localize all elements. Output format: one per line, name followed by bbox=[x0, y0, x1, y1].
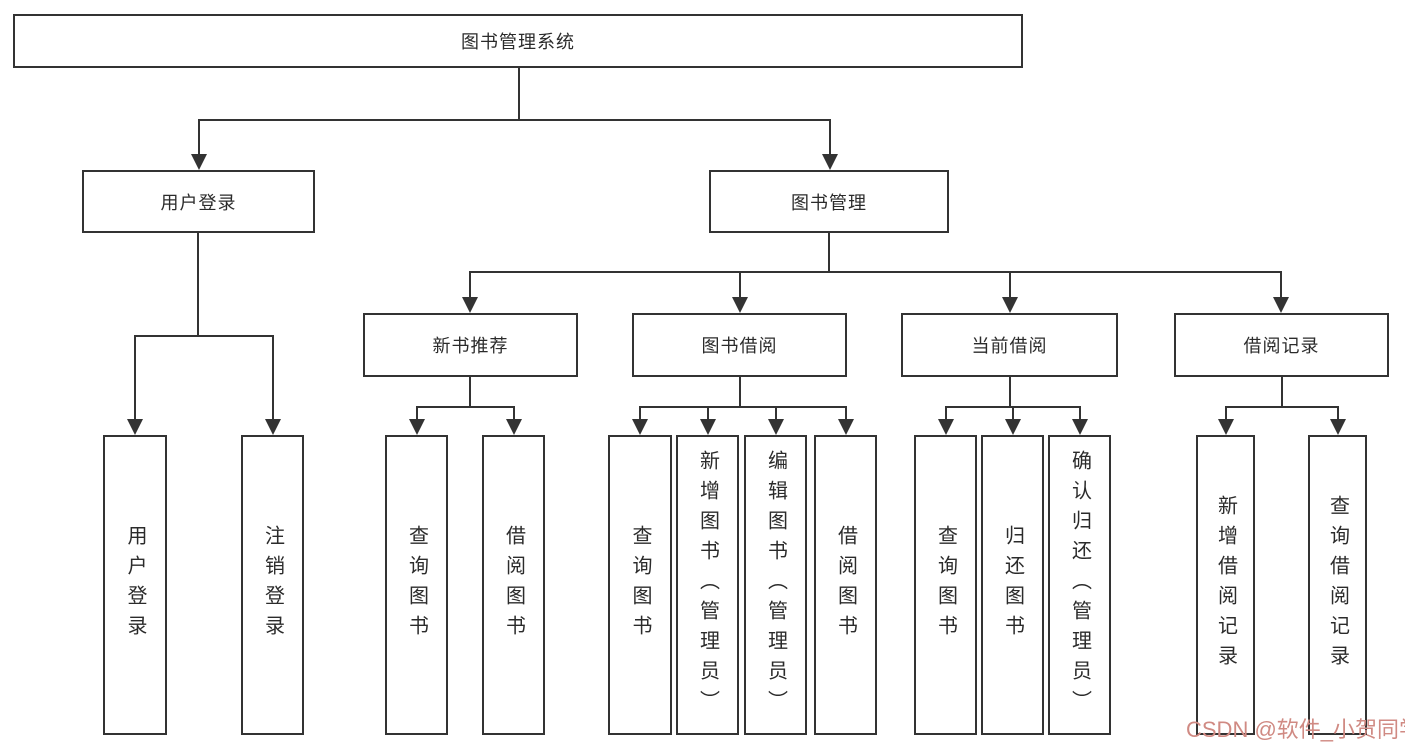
node-label: 用户登录 bbox=[160, 192, 237, 213]
connector-vline bbox=[829, 119, 831, 156]
arrowhead-down-icon bbox=[506, 419, 522, 435]
connector-hline bbox=[1225, 406, 1339, 408]
node-label: 图书管理 bbox=[791, 192, 867, 213]
leaf-borrow-add-book-admin: 新增图书（管理员） bbox=[676, 435, 739, 735]
connector-vline bbox=[518, 68, 520, 119]
connector-vline bbox=[1079, 406, 1081, 421]
connector-vline bbox=[707, 406, 709, 421]
arrowhead-down-icon bbox=[1218, 419, 1234, 435]
leaf-logout-login: 注销登录 bbox=[241, 435, 304, 735]
leaf-label: 借阅图书 bbox=[834, 525, 857, 645]
arrowhead-down-icon bbox=[1002, 297, 1018, 313]
arrowhead-down-icon bbox=[409, 419, 425, 435]
connector-vline bbox=[1009, 377, 1011, 406]
node-label: 图书借阅 bbox=[701, 336, 778, 356]
leaf-current-return-book: 归还图书 bbox=[981, 435, 1044, 735]
node-current-borrowing: 当前借阅 bbox=[901, 313, 1118, 377]
leaf-current-query-book: 查询图书 bbox=[914, 435, 977, 735]
leaf-records-query-borrow-record: 查询借阅记录 bbox=[1308, 435, 1367, 735]
leaf-label: 注销登录 bbox=[261, 525, 284, 645]
node-book-management: 图书管理 bbox=[709, 170, 949, 233]
arrowhead-down-icon bbox=[127, 419, 143, 435]
arrowhead-down-icon bbox=[822, 154, 838, 170]
arrowhead-down-icon bbox=[938, 419, 954, 435]
node-user-login: 用户登录 bbox=[82, 170, 315, 233]
leaf-label: 新增借阅记录 bbox=[1214, 495, 1237, 675]
arrowhead-down-icon bbox=[1330, 419, 1346, 435]
node-new-book-recommendation: 新书推荐 bbox=[363, 313, 578, 377]
leaf-recommend-borrow-book: 借阅图书 bbox=[482, 435, 545, 735]
node-label: 新书推荐 bbox=[432, 336, 509, 356]
leaf-label: 编辑图书（管理员） bbox=[764, 450, 787, 720]
leaf-label: 用户登录 bbox=[124, 525, 146, 645]
connector-vline bbox=[739, 377, 741, 406]
leaf-borrow-borrow-book: 借阅图书 bbox=[814, 435, 877, 735]
arrowhead-down-icon bbox=[700, 419, 716, 435]
arrowhead-down-icon bbox=[838, 419, 854, 435]
leaf-recommend-query-book: 查询图书 bbox=[385, 435, 448, 735]
arrowhead-down-icon bbox=[732, 297, 748, 313]
connector-hline bbox=[416, 406, 515, 408]
node-label: 借阅记录 bbox=[1243, 336, 1320, 356]
node-book-borrowing: 图书借阅 bbox=[632, 313, 847, 377]
connector-vline bbox=[639, 406, 641, 421]
leaf-label: 查询借阅记录 bbox=[1326, 495, 1349, 675]
connector-vline bbox=[134, 335, 136, 421]
leaf-borrow-query-book: 查询图书 bbox=[608, 435, 672, 735]
connector-vline bbox=[739, 271, 741, 299]
connector-vline bbox=[198, 119, 200, 156]
arrowhead-down-icon bbox=[1072, 419, 1088, 435]
arrowhead-down-icon bbox=[632, 419, 648, 435]
connector-hline bbox=[134, 335, 274, 337]
connector-vline bbox=[416, 406, 418, 421]
arrowhead-down-icon bbox=[265, 419, 281, 435]
leaf-user-login: 用户登录 bbox=[103, 435, 167, 735]
connector-vline bbox=[469, 271, 471, 299]
leaf-current-confirm-return-admin: 确认归还（管理员） bbox=[1048, 435, 1111, 735]
leaf-label: 查询图书 bbox=[405, 525, 428, 645]
leaf-label: 归还图书 bbox=[1001, 525, 1024, 645]
connector-vline bbox=[1280, 271, 1282, 299]
connector-vline bbox=[197, 233, 199, 335]
connector-hline bbox=[639, 406, 847, 408]
connector-vline bbox=[1012, 406, 1014, 421]
arrowhead-down-icon bbox=[768, 419, 784, 435]
node-borrowing-records: 借阅记录 bbox=[1174, 313, 1389, 377]
connector-vline bbox=[828, 233, 830, 271]
leaf-label: 新增图书（管理员） bbox=[696, 450, 719, 720]
connector-vline bbox=[1009, 271, 1011, 299]
connector-vline bbox=[272, 335, 274, 421]
leaf-label: 查询图书 bbox=[934, 525, 957, 645]
connector-vline bbox=[1337, 406, 1339, 421]
arrowhead-down-icon bbox=[462, 297, 478, 313]
leaf-label: 查询图书 bbox=[629, 525, 651, 645]
node-library-management-system: 图书管理系统 bbox=[13, 14, 1023, 68]
connector-vline bbox=[945, 406, 947, 421]
leaf-borrow-edit-book-admin: 编辑图书（管理员） bbox=[744, 435, 807, 735]
arrowhead-down-icon bbox=[191, 154, 207, 170]
arrowhead-down-icon bbox=[1005, 419, 1021, 435]
node-label: 当前借阅 bbox=[971, 336, 1048, 356]
node-label: 图书管理系统 bbox=[461, 32, 575, 52]
connector-hline bbox=[198, 119, 831, 121]
leaf-label: 借阅图书 bbox=[502, 525, 525, 645]
leaf-records-add-borrow-record: 新增借阅记录 bbox=[1196, 435, 1255, 735]
connector-vline bbox=[513, 406, 515, 421]
connector-vline bbox=[775, 406, 777, 421]
connector-vline bbox=[845, 406, 847, 421]
connector-vline bbox=[1281, 377, 1283, 406]
csdn-watermark: CSDN @软件_小贺同学 bbox=[1186, 717, 1405, 742]
connector-vline bbox=[469, 377, 471, 406]
connector-vline bbox=[1225, 406, 1227, 421]
arrowhead-down-icon bbox=[1273, 297, 1289, 313]
leaf-label: 确认归还（管理员） bbox=[1068, 450, 1091, 720]
connector-hline bbox=[469, 271, 1282, 273]
